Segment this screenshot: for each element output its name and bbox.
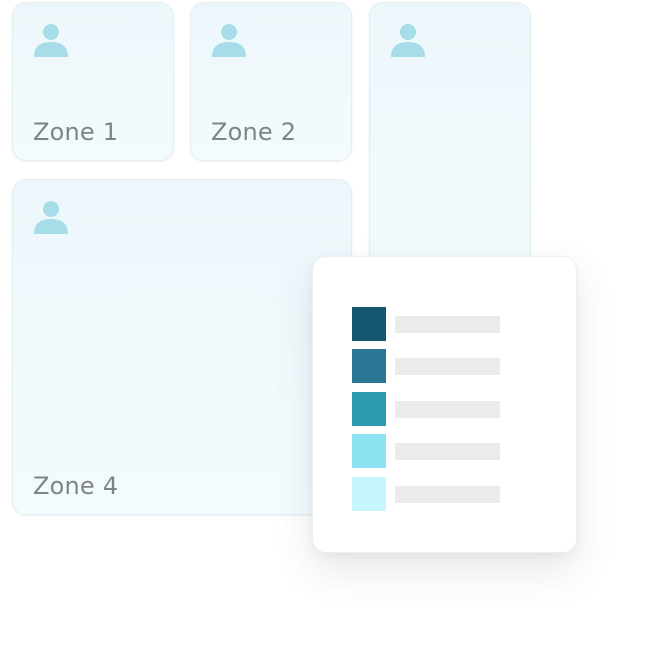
legend-item [352,307,502,341]
legend-swatch [352,434,386,468]
person-icon [34,201,68,234]
legend-swatch [352,307,386,341]
legend-swatch [352,477,386,511]
zone-label: Zone 4 [33,472,119,500]
person-icon [34,24,68,57]
legend-placeholder-bar [395,443,500,460]
legend-item [352,477,502,511]
legend-placeholder-bar [395,401,500,418]
legend-item [352,349,502,383]
legend-swatch [352,392,386,426]
zone-1-card[interactable]: Zone 1 [12,2,174,161]
zone-2-card[interactable]: Zone 2 [190,2,352,161]
zone-label: Zone 2 [211,118,297,146]
legend-card [312,256,577,553]
legend-placeholder-bar [395,358,500,375]
legend-item [352,392,502,426]
person-icon [391,24,425,57]
legend-swatch [352,349,386,383]
legend-item [352,434,502,468]
zone-4-card[interactable]: Zone 4 [12,179,352,515]
person-icon [212,24,246,57]
legend-placeholder-bar [395,486,500,503]
legend-placeholder-bar [395,316,500,333]
zone-label: Zone 1 [33,118,119,146]
